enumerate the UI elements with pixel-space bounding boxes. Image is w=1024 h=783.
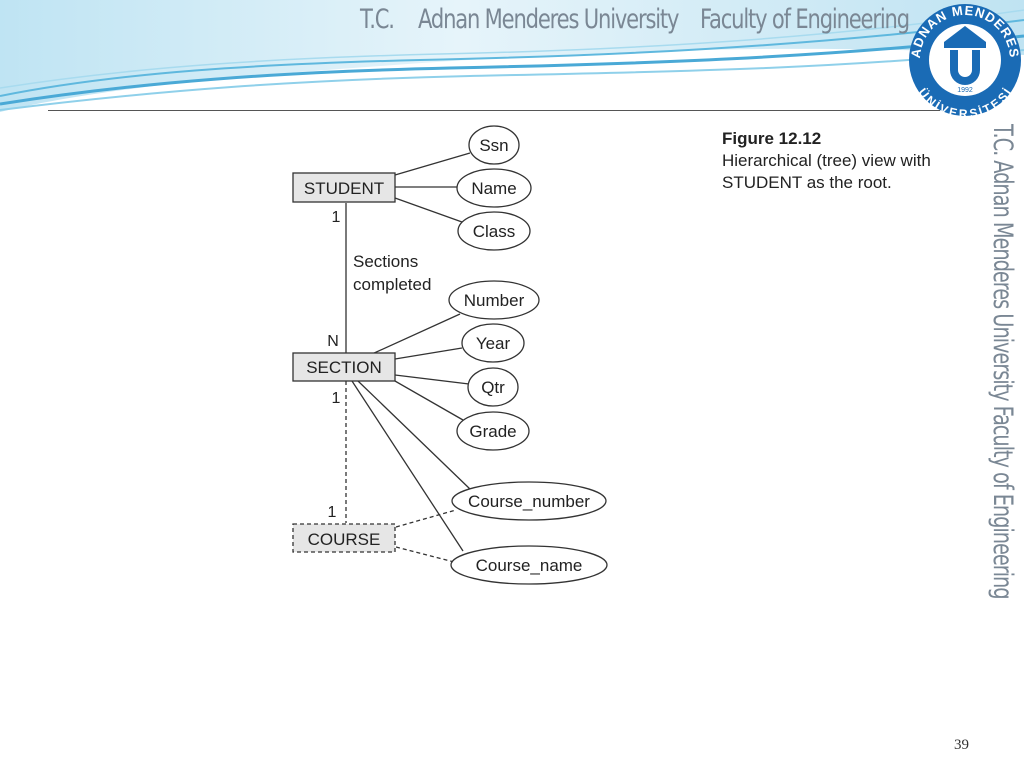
attr-ellipse (456, 168, 532, 208)
entity-section-label: SECTION (306, 358, 382, 377)
header-wave-background (0, 0, 1024, 112)
header-university: Adnan Menderes University (418, 4, 679, 35)
attr-course-name: Course_name (476, 556, 583, 575)
attr-ellipse (451, 481, 607, 521)
attr-name: Name (471, 179, 516, 198)
card-section-course-bottom: 1 (328, 504, 337, 521)
entity-course (292, 523, 396, 553)
entity-student (292, 172, 396, 203)
attr-year: Year (476, 334, 511, 353)
relationship-label-line2: completed (353, 275, 431, 294)
figure-caption: Figure 12.12 Hierarchical (tree) view wi… (722, 128, 952, 194)
logo-year: 1992 (957, 87, 973, 94)
header-faculty: Faculty of Engineering (700, 4, 910, 35)
entity-section (292, 352, 396, 382)
attr-qtr: Qtr (481, 378, 505, 397)
attr-class: Class (473, 222, 516, 241)
attr-ellipse (467, 367, 519, 407)
attr-ellipse (456, 411, 530, 451)
attr-ellipse (448, 280, 540, 320)
card-student-section-bottom: N (327, 333, 339, 350)
attr-number: Number (464, 291, 525, 310)
header-divider (48, 110, 940, 111)
university-logo: ADNAN MENDERES ÜNİVERSİTESİ 1992 (908, 3, 1021, 118)
attr-course-number: Course_number (468, 492, 590, 511)
relationship-label-line1: Sections (353, 252, 418, 271)
attr-ellipse (450, 545, 608, 585)
page-number: 39 (954, 737, 969, 753)
attr-ellipse (457, 211, 531, 251)
figure-description: Hierarchical (tree) view with STUDENT as… (722, 151, 931, 192)
entity-student-label: STUDENT (304, 179, 384, 198)
attr-ssn: Ssn (479, 136, 508, 155)
attr-ellipse (468, 125, 520, 165)
figure-number: Figure 12.12 (722, 129, 822, 148)
attr-ellipse (461, 323, 525, 363)
card-student-section-top: 1 (332, 209, 341, 226)
header-tc: T.C. (360, 4, 395, 35)
attr-grade: Grade (469, 422, 516, 441)
entity-course-label: COURSE (308, 530, 381, 549)
logo-roof-icon (944, 26, 986, 48)
card-section-course-top: 1 (332, 390, 341, 407)
logo-u-icon (950, 50, 980, 85)
